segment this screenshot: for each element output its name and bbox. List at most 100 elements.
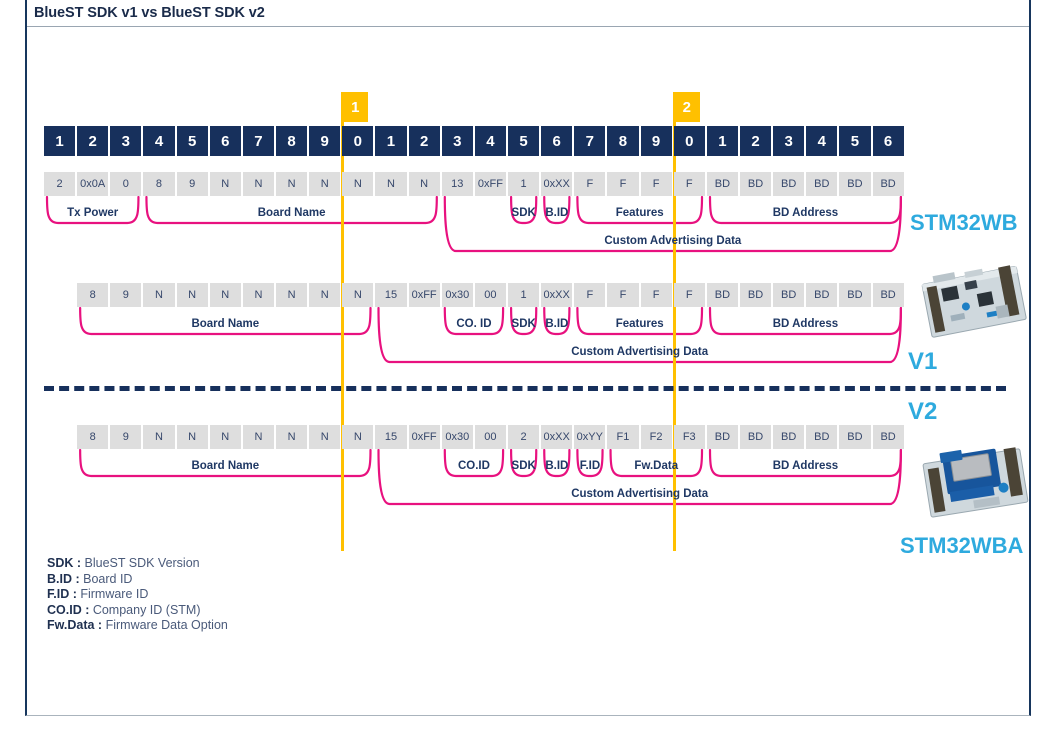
byte-value-cell: N: [342, 172, 374, 196]
byte-value-cell: 9: [110, 283, 142, 307]
byte-value-cell: BD: [872, 283, 904, 307]
byte-index-cell: 8: [275, 126, 308, 156]
byte-value-cell: N: [209, 172, 241, 196]
brace-label: SDK: [511, 207, 536, 219]
byte-value-cell: N: [209, 425, 241, 449]
byte-index-cell: 0: [342, 126, 374, 156]
byte-index-cell: 4: [474, 126, 506, 156]
byte-index-cell: 4: [806, 126, 838, 156]
byte-index-cell: 5: [839, 126, 871, 156]
byte-value-cell: BD: [739, 283, 772, 307]
byte-value-cell: 0xFF: [408, 425, 440, 449]
brace-path: [79, 448, 372, 478]
byte-value-cell: N: [176, 283, 208, 307]
byte-value-cell: F: [574, 172, 606, 196]
byte-value-cell: BD: [872, 172, 904, 196]
byte-value-cell: 0xFF: [474, 172, 506, 196]
stm32wba-board-image: [910, 430, 1040, 530]
byte-value-cell: 0x0A: [77, 172, 109, 196]
brace-path: [79, 306, 372, 336]
byte-value-cell: 00: [474, 283, 506, 307]
legend-term: CO.ID :: [47, 602, 90, 617]
byte-value-cell: F1: [607, 425, 639, 449]
byte-index-cell: 5: [176, 126, 208, 156]
brace-path: [576, 195, 704, 225]
byte-value-cell: 1: [507, 283, 540, 307]
byte-index-cell: 2: [77, 126, 109, 156]
byte-index-cell: 9: [640, 126, 672, 156]
byte-value-cell: 0xXX: [541, 172, 573, 196]
brace-path: [543, 306, 571, 336]
brace-label: Custom Advertising Data: [604, 235, 742, 247]
legend-item: CO.ID : Company ID (STM): [47, 603, 228, 619]
byte-index-cell: 6: [209, 126, 241, 156]
brace-path: [510, 306, 538, 336]
byte-value-cell: BD: [706, 172, 738, 196]
legend-term: SDK :: [47, 556, 82, 570]
legend-item: B.ID : Board ID: [47, 572, 228, 588]
brace-path: [576, 448, 604, 478]
byte-value-cell: 8: [77, 425, 109, 449]
brace-label: Board Name: [191, 318, 260, 330]
byte-value-cell: N: [275, 172, 308, 196]
panel-border: [25, 0, 1031, 716]
brace-label: Fw.Data: [634, 460, 679, 472]
byte-value-cell: N: [309, 283, 341, 307]
brace-path: [576, 306, 704, 336]
legend-desc: Firmware Data Option: [102, 618, 228, 632]
byte-value-cell: 9: [176, 172, 208, 196]
byte-value-cell: BD: [773, 425, 805, 449]
byte-index-cell: 7: [574, 126, 606, 156]
page-title: BlueST SDK v1 vs BlueST SDK v2: [34, 5, 265, 21]
byte-value-cell: BD: [872, 425, 904, 449]
brace-label: F.ID: [579, 460, 601, 472]
brace-path: [377, 448, 902, 506]
byte-value-cell: N: [209, 283, 241, 307]
byte-value-cell: 0x30: [441, 425, 473, 449]
byte-index-cell: 1: [44, 126, 76, 156]
byte-value-cell: N: [143, 283, 175, 307]
brace-path: [443, 306, 505, 336]
brace-label: B.ID: [545, 318, 569, 330]
byte-index-cell: 1: [375, 126, 407, 156]
legend-desc: Firmware ID: [76, 587, 149, 601]
byte-value-cell: 2: [44, 172, 76, 196]
brace-label: BD Address: [772, 207, 839, 219]
brace-label: SDK: [511, 318, 536, 330]
byte-value-cell: N: [275, 425, 308, 449]
byte-value-cell: N: [342, 283, 374, 307]
marker-line-2: [672, 92, 676, 551]
byte-value-cell: 9: [110, 425, 142, 449]
marker-badge-1: 1: [342, 92, 369, 122]
brace-label: Features: [615, 318, 664, 330]
side-label-v1: V1: [908, 348, 938, 375]
byte-index-cell: 3: [773, 126, 805, 156]
byte-index-cell: 2: [739, 126, 772, 156]
brace-path: [510, 195, 538, 225]
brace-label: SDK: [511, 460, 536, 472]
brace-label: BD Address: [772, 318, 839, 330]
brace-label: B.ID: [545, 207, 569, 219]
brace-path: [543, 195, 571, 225]
brace-label: CO. ID: [456, 318, 492, 330]
byte-value-cell: F: [607, 283, 639, 307]
byte-value-cell: BD: [839, 172, 871, 196]
byte-value-cell: N: [242, 425, 274, 449]
byte-value-cell: 0xXX: [541, 425, 573, 449]
brace-path: [145, 195, 438, 225]
legend-term: Fw.Data :: [47, 618, 103, 632]
byte-value-cell: N: [309, 425, 341, 449]
marker-line-1: [341, 92, 345, 551]
side-label-stm32wba: STM32WBA: [900, 533, 1024, 558]
brace-label: BD Address: [772, 460, 839, 472]
byte-index-cell: 5: [507, 126, 540, 156]
marker-badge-2: 2: [673, 92, 700, 122]
byte-index-cell: 9: [309, 126, 341, 156]
byte-value-cell: F: [640, 283, 672, 307]
byte-value-cell: F: [640, 172, 672, 196]
side-label-stm32wb: STM32WB: [910, 210, 1018, 235]
